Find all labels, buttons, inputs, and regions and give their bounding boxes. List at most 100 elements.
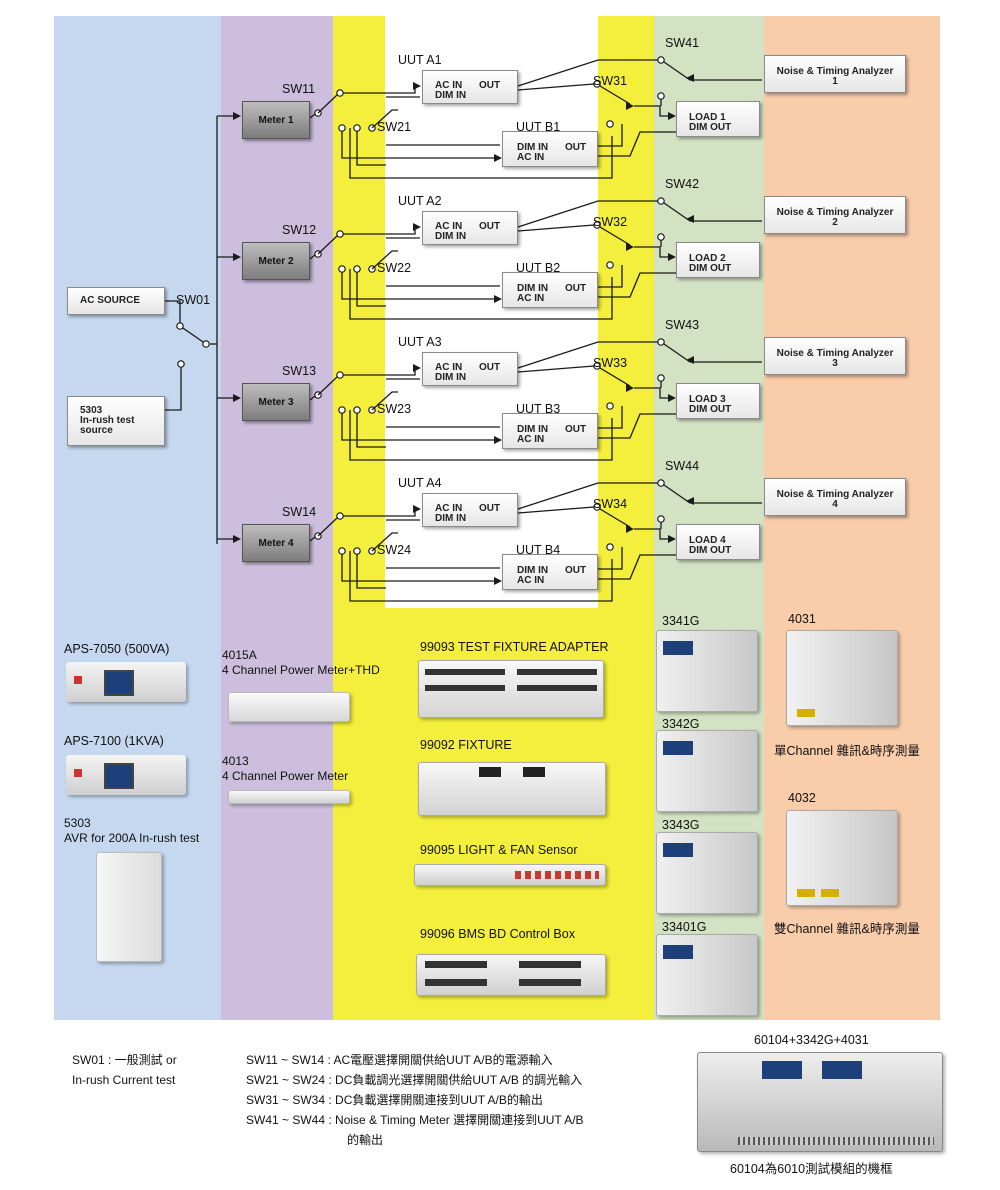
- analyzer-4031-model: 4031: [788, 612, 816, 626]
- fixture-99095-label: 99095 LIGHT & FAN Sensor: [420, 843, 578, 857]
- dim-return-2: [349, 269, 613, 320]
- uut-b-out-3: OUT: [565, 424, 587, 435]
- sw-out-arrow-2: [626, 243, 634, 251]
- note-sw01: SW01 : 一般測試 or In-rush Current test: [72, 1050, 177, 1090]
- sw-in-blade-2: [317, 235, 338, 255]
- uut-b-ac-arrow-2: [494, 295, 502, 303]
- sw-noise-node-a-2: [657, 197, 665, 205]
- uut-b-label-4: UUT B4: [516, 543, 561, 557]
- load-33401g-label: 33401G: [662, 920, 707, 934]
- noise-arrow-3: [686, 356, 694, 364]
- note-sw31: SW31 ~ SW34 : DC負載選擇開關連接到UUT A/B的輸出: [246, 1093, 543, 1107]
- sw-noise-label-4: SW44: [665, 459, 700, 473]
- load-arrow-1: [668, 112, 676, 120]
- dim-return-1: [349, 128, 613, 179]
- note-sw01-line2: In-rush Current test: [72, 1073, 176, 1087]
- load-dimout-3: DIM OUT: [689, 404, 732, 415]
- inrush-source-box: 5303 In-rush test source: [67, 396, 165, 446]
- uut-a-label-3: UUT A3: [398, 335, 442, 349]
- sw-out-label-3: SW33: [593, 356, 628, 370]
- sw-dim-label-1: SW21: [377, 120, 412, 134]
- uut-a-out-to-sw31-3: [517, 365, 595, 373]
- uut-a-out-to-sw31-1: [517, 83, 595, 91]
- sw-out-node-b-1: [606, 120, 614, 128]
- sw-out-blade-4: [599, 508, 631, 528]
- uut-b-ac-arrow-1: [494, 154, 502, 162]
- note-switches: SW11 ~ SW14 : AC電壓選擇開關供給UUT A/B的電源輸入 SW2…: [246, 1050, 584, 1150]
- noise-analyzer-num-4: 4: [832, 499, 838, 510]
- load-dim-return-4: [598, 554, 676, 580]
- analyzer-4032-model: 4032: [788, 791, 816, 805]
- uut-a-out-2: OUT: [479, 221, 501, 232]
- frame-title: 60104+3342G+4031: [754, 1033, 869, 1047]
- meter-arrow-2: [233, 253, 241, 261]
- sw-in-node-b-3: [338, 406, 346, 414]
- uut-a-dim-in-1: DIM IN: [435, 90, 467, 101]
- load-3341g-image: [656, 630, 758, 712]
- sw-out-blade-1: [599, 85, 631, 105]
- uut-b-dim-in-4: DIM IN: [517, 565, 549, 576]
- sw-out-arrow-1: [626, 102, 634, 110]
- sw-dim-node-a-2: [353, 265, 361, 273]
- uut-a-ac-in-1: AC IN: [435, 80, 463, 91]
- load-dimout-1: DIM OUT: [689, 122, 732, 133]
- inrush-source-line1: 5303: [80, 405, 103, 416]
- uut-a-label-2: UUT A2: [398, 194, 442, 208]
- fixture-99095-image: [414, 864, 606, 886]
- sw-noise-label-2: SW42: [665, 177, 700, 191]
- analyzer-4031-image: [786, 630, 898, 726]
- sw-out-to-load-4: [634, 528, 674, 540]
- uut-b-ac-arrow-3: [494, 436, 502, 444]
- load-arrow-4: [668, 535, 676, 543]
- sw01-node-a: [176, 322, 184, 330]
- sw-noise-node-b-3: [657, 374, 665, 382]
- meter-out-4: [309, 536, 316, 542]
- meter-arrow-4: [233, 535, 241, 543]
- meter-4015a-label: 4015A 4 Channel Power Meter+THD: [222, 648, 380, 678]
- dim-return-3: [349, 410, 613, 461]
- uut-b-out-wire-4: [598, 547, 623, 570]
- sw-out-node-a-4: [593, 503, 601, 511]
- ac-source-box: AC SOURCE: [67, 287, 165, 315]
- load-arrow-3: [668, 394, 676, 402]
- sw-noise-node-b-4: [657, 515, 665, 523]
- source-5303-desc: AVR for 200A In-rush test: [64, 831, 200, 845]
- meter-4015a-image: [228, 692, 350, 722]
- noise-analyzer-num-1: 1: [832, 76, 838, 87]
- sw-in-node-a-1: [336, 89, 344, 97]
- sw-out-to-load-3: [634, 387, 674, 399]
- ac-to-uut-a-3: [343, 367, 418, 376]
- sw-out-label-2: SW32: [593, 215, 628, 229]
- meter-4015a-desc: 4 Channel Power Meter+THD: [222, 663, 380, 677]
- sw-in-node-a-4: [336, 512, 344, 520]
- load-arrow-2: [668, 253, 676, 261]
- sw-out-blade-2: [599, 226, 631, 246]
- meter-4013-desc: 4 Channel Power Meter: [222, 769, 349, 783]
- meter-out-1: [309, 113, 316, 119]
- meter-arrow-1: [233, 112, 241, 120]
- sw-in-node-b-2: [338, 265, 346, 273]
- fixture-99093-label: 99093 TEST FIXTURE ADAPTER: [420, 640, 609, 654]
- sw01-wire-ac: [165, 300, 207, 345]
- sw-in-label-1: SW11: [282, 82, 316, 96]
- uut-a-out-4: OUT: [479, 503, 501, 514]
- uut-a-label-1: UUT A1: [398, 53, 442, 67]
- sw-noise-node-a-1: [657, 56, 665, 64]
- sw-out-label-4: SW34: [593, 497, 628, 511]
- uut-a-ac-in-2: AC IN: [435, 221, 463, 232]
- uut-b-ac-in-1: AC IN: [517, 152, 545, 163]
- sw-in-blade-1: [317, 94, 338, 114]
- analyzer-4032-image: [786, 810, 898, 906]
- load-label-1: LOAD 1: [689, 112, 726, 123]
- switch-band-left: [333, 16, 385, 608]
- analyzer-4031-desc: 單Channel 雜訊&時序測量: [774, 744, 920, 758]
- uut-a-ac-arrow-2: [413, 223, 421, 231]
- sw-out-label-1: SW31: [593, 74, 628, 88]
- meter-box-2: Meter 2: [242, 242, 310, 280]
- sw-out-node-a-3: [593, 362, 601, 370]
